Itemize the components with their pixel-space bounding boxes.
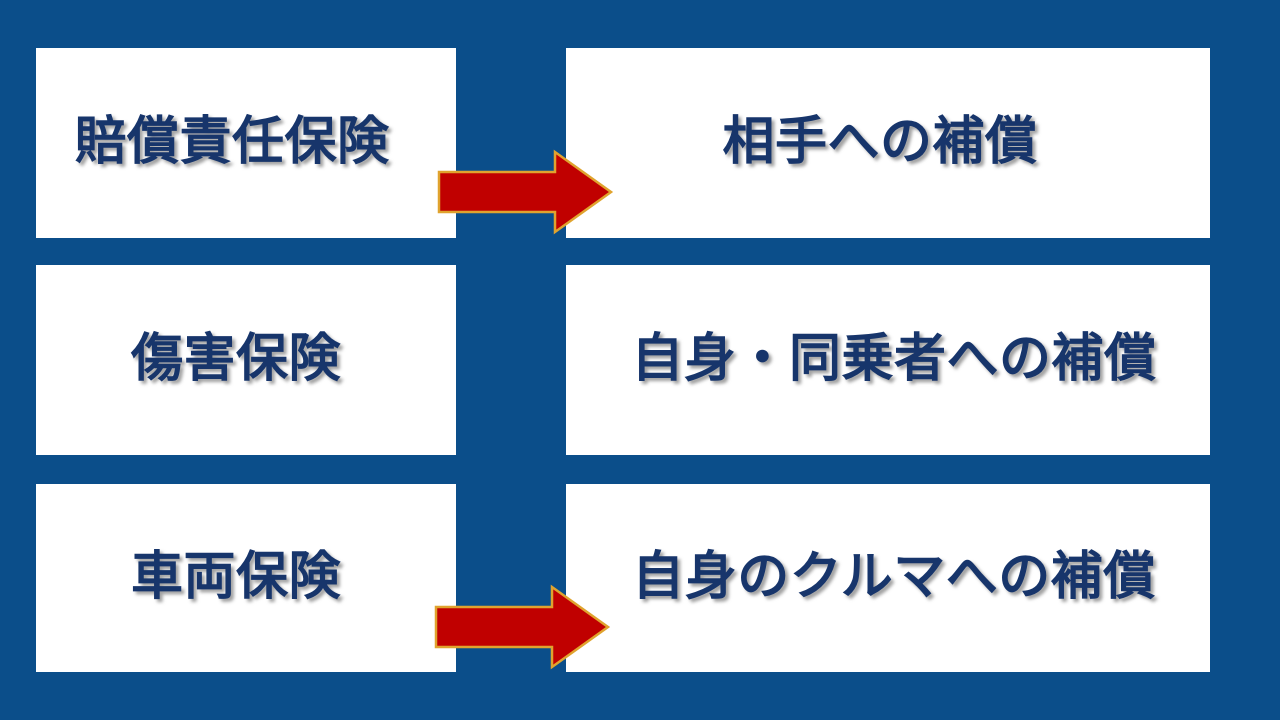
coverage-box[interactable]: 自身・同乗者への補償 [566,265,1210,455]
diagram-row: 傷害保険 自身・同乗者への補償 [0,265,1280,670]
coverage-label: 自身のクルマへの補償 [632,547,1156,608]
coverage-label: 相手への補償 [722,112,1038,173]
coverage-label: 自身・同乗者への補償 [631,329,1157,390]
diagram-row: 車両保険 自身のクルマへの補償 [0,484,1280,672]
coverage-box[interactable]: 自身のクルマへの補償 [566,484,1210,672]
red-arrow-icon [434,584,611,670]
insurance-type-box[interactable]: 傷害保険 [36,265,456,455]
diagram-row: 賠償責任保険 相手への補償 [0,48,1280,238]
insurance-type-label: 車両保険 [130,547,342,608]
coverage-box[interactable]: 相手への補償 [566,48,1210,238]
insurance-type-box[interactable]: 車両保険 [36,484,456,672]
insurance-type-label: 傷害保険 [130,329,342,390]
insurance-type-label: 賠償責任保険 [74,112,390,173]
insurance-type-box[interactable]: 賠償責任保険 [36,48,456,238]
red-arrow-icon [437,149,614,235]
